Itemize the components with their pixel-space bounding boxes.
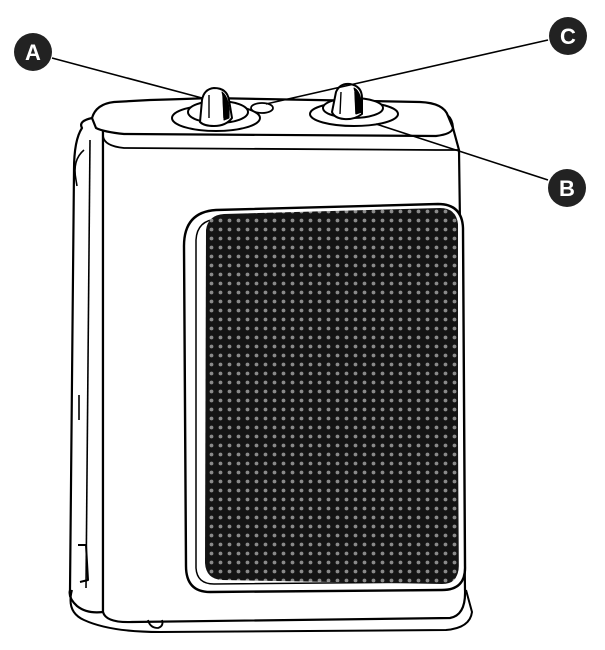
knob-c-grip-shadow: [353, 87, 363, 115]
power-light-icon: [250, 102, 274, 114]
knob-a: [171, 87, 261, 132]
callout-a-label: A: [25, 40, 41, 65]
leader-line-a: [51, 57, 203, 99]
base-foot: [147, 619, 164, 629]
grille-mesh: [205, 208, 458, 584]
callout-c: C: [549, 17, 587, 55]
base: [69, 589, 473, 633]
callout-a: A: [14, 33, 52, 71]
left-panel-notch: [74, 149, 85, 187]
leader-lines: [51, 39, 549, 181]
left-panel-foot-slot: [78, 544, 89, 583]
leader-line-b: [375, 123, 549, 181]
callout-c-label: C: [560, 24, 576, 49]
left-side-panel: [68, 114, 105, 614]
callout-b-badge: [548, 169, 586, 207]
callout-a-badge: [14, 33, 52, 71]
front-grille: [182, 202, 467, 594]
leader-line-c: [265, 39, 549, 105]
callout-b: B: [548, 169, 586, 207]
knob-a-grip-shadow: [221, 91, 230, 121]
left-panel-edge: [85, 139, 91, 589]
knob-c: [309, 82, 399, 127]
callout-b-label: B: [559, 176, 575, 201]
callout-c-badge: [549, 17, 587, 55]
top-surface: [90, 96, 455, 138]
control-panel: [171, 82, 399, 132]
